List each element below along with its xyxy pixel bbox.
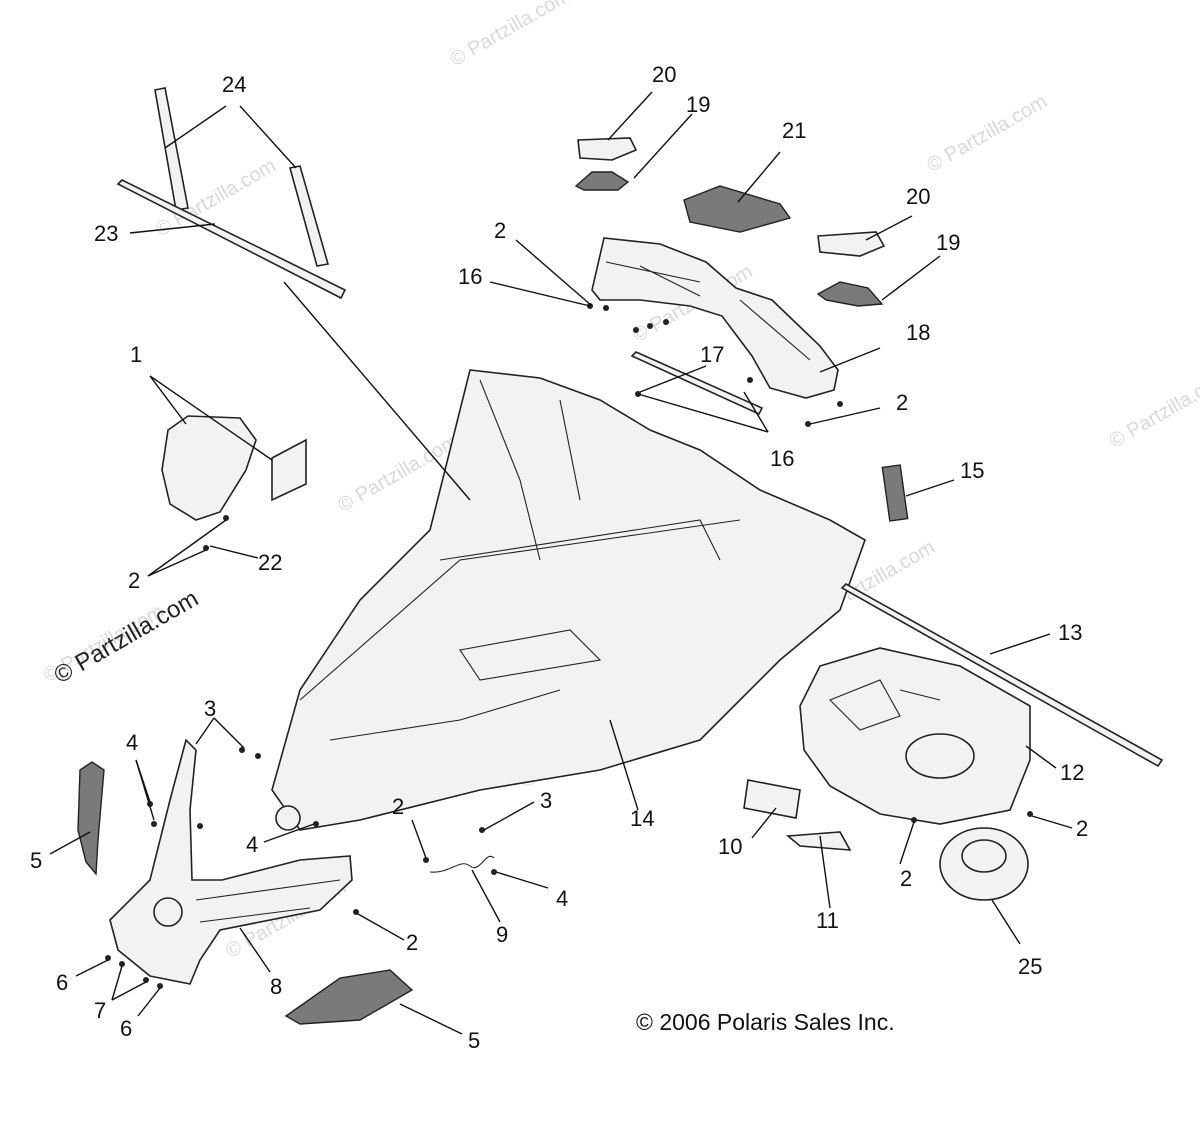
callout-5[interactable]: 5 [30,848,42,873]
callout-2[interactable]: 2 [900,866,912,891]
part-21-gauge[interactable] [683,185,792,233]
panel-opening [905,733,975,779]
part-14-hood[interactable] [271,369,866,831]
part-12-panel[interactable] [799,647,1031,825]
callout-19[interactable]: 19 [686,92,710,117]
leader-lines [49,91,1073,1035]
part-5-grille-left[interactable] [77,761,105,876]
part-5-grille-bottom[interactable] [284,969,414,1025]
callout-2[interactable]: 2 [406,930,418,955]
callout-24[interactable]: 24 [222,72,246,97]
part-11-decal[interactable] [785,831,852,851]
callout-4[interactable]: 4 [126,730,138,755]
callout-18[interactable]: 18 [906,320,930,345]
callout-17[interactable]: 17 [700,342,724,367]
part-10-decal[interactable] [743,779,801,819]
callout-3[interactable]: 3 [540,788,552,813]
callout-20[interactable]: 20 [652,62,676,87]
callout-9[interactable]: 9 [496,922,508,947]
part-15-bracket[interactable] [881,464,909,522]
callout-3[interactable]: 3 [204,696,216,721]
part-13-rod[interactable] [840,583,1164,768]
callout-11[interactable]: 11 [816,908,839,933]
part-9-cable[interactable] [429,855,495,873]
part-1-light-housing[interactable] [161,415,257,521]
callout-13[interactable]: 13 [1058,620,1082,645]
part-18-console[interactable] [591,237,839,399]
callout-5[interactable]: 5 [468,1028,480,1053]
part-23-trim[interactable] [116,179,347,300]
copyright-text: © 2006 Polaris Sales Inc. [636,1009,895,1035]
callout-25[interactable]: 25 [1018,954,1042,979]
callout-10[interactable]: 10 [718,834,742,859]
part-20-pad[interactable] [577,137,638,161]
callout-19[interactable]: 19 [936,230,960,255]
callout-8[interactable]: 8 [270,974,282,999]
part-25-ring[interactable] [939,827,1029,901]
bumper-mount [153,897,183,927]
hood-nose-mount [275,805,301,831]
callout-23[interactable]: 23 [94,221,118,246]
part-19-bracket[interactable] [816,281,884,307]
part-20-pad[interactable] [817,231,886,257]
callout-16[interactable]: 16 [770,446,794,471]
part-19-bracket[interactable] [574,171,630,191]
partzilla-brand-text: © Partzilla.com [50,585,204,689]
callout-2[interactable]: 2 [1076,816,1088,841]
part-24-trim-strips[interactable] [154,87,330,267]
part-17-rod[interactable] [630,351,764,416]
watermark-text: © Partzilla.com [446,0,574,71]
callout-7[interactable]: 7 [94,998,106,1023]
callout-2[interactable]: 2 [392,794,404,819]
callout-4[interactable]: 4 [246,832,258,857]
callout-14[interactable]: 14 [630,806,654,831]
callout-21[interactable]: 21 [782,118,806,143]
part-1-lens-decal[interactable] [271,438,307,502]
callout-16[interactable]: 16 [458,264,482,289]
callout-20[interactable]: 20 [906,184,930,209]
callout-6[interactable]: 6 [56,970,68,995]
callout-labels: 24 23 20 19 21 20 19 2 16 18 17 2 16 1 1… [30,62,1088,1053]
callout-6[interactable]: 6 [120,1016,132,1041]
fastener-group [105,303,1033,989]
watermark-text: © Partzilla.com [923,90,1051,176]
callout-15[interactable]: 15 [960,458,984,483]
watermark-text: © Partzilla.com [1106,366,1200,452]
callout-2[interactable]: 2 [896,390,908,415]
callout-12[interactable]: 12 [1060,760,1084,785]
callout-1[interactable]: 1 [130,342,142,367]
callout-2[interactable]: 2 [128,568,140,593]
callout-4[interactable]: 4 [556,886,568,911]
callout-2[interactable]: 2 [494,218,506,243]
callout-22[interactable]: 22 [258,550,282,575]
